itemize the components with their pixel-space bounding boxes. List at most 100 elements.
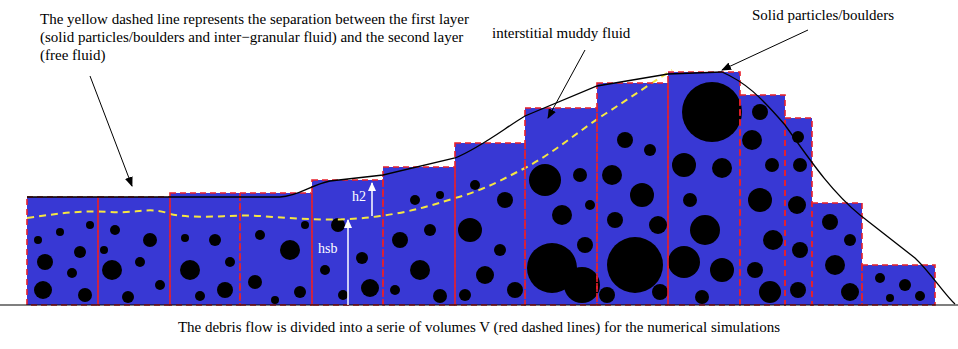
volume-outline — [170, 193, 240, 305]
boulder — [652, 284, 668, 300]
boulder — [410, 260, 430, 280]
boulder — [433, 289, 447, 303]
volume-fill — [862, 265, 935, 305]
boulder — [630, 183, 654, 207]
boulder — [225, 257, 235, 267]
boulder — [690, 215, 720, 245]
boulder — [74, 246, 86, 258]
boulder — [476, 266, 494, 284]
boulder — [458, 218, 482, 242]
boulder — [886, 294, 894, 302]
boulders — [34, 82, 925, 304]
boulder — [844, 234, 856, 246]
boulder — [752, 104, 768, 120]
leader-line — [90, 76, 132, 186]
boulder — [470, 180, 480, 190]
boulder — [763, 230, 783, 250]
boulder — [712, 158, 732, 178]
boulder — [459, 289, 471, 301]
boulder — [320, 265, 330, 275]
volume-fill — [170, 193, 240, 305]
boulder — [248, 275, 262, 289]
volume-fill — [312, 180, 383, 305]
boulder — [602, 165, 622, 185]
boulder — [644, 144, 656, 156]
boulder — [338, 290, 348, 300]
boulder — [792, 242, 808, 258]
boulder — [793, 158, 807, 172]
boulder — [390, 285, 400, 295]
boulder — [748, 188, 772, 212]
ground-line — [0, 304, 958, 305]
boulder — [180, 260, 200, 280]
volume-outline — [383, 167, 455, 305]
boulder — [37, 254, 53, 270]
boulder — [585, 200, 595, 210]
volume-fill — [240, 193, 312, 305]
flow-surface-outline — [27, 72, 955, 304]
boulder — [410, 195, 420, 205]
boulder — [255, 230, 265, 240]
boulder — [617, 132, 633, 148]
boulder — [668, 246, 700, 278]
volume-fill — [597, 83, 668, 305]
volume-outline — [312, 180, 383, 305]
boulder — [573, 168, 587, 182]
leader-line — [548, 50, 585, 118]
volume-fill — [785, 118, 812, 305]
boulder — [607, 212, 623, 228]
boulder — [747, 262, 763, 278]
boulder — [100, 246, 108, 254]
boulder — [577, 237, 593, 253]
boulder — [436, 191, 444, 199]
boulder — [102, 260, 122, 280]
boulder — [122, 291, 134, 303]
boulder — [135, 257, 145, 267]
boulder — [143, 233, 157, 247]
boulder — [790, 282, 806, 298]
boulder — [552, 205, 572, 225]
boulder — [822, 214, 838, 230]
boulder — [529, 164, 561, 196]
boulder — [899, 279, 911, 291]
boulder — [507, 282, 523, 298]
volume-outline — [98, 197, 170, 305]
volume-fill — [812, 203, 862, 305]
volume-outline — [240, 193, 312, 305]
boulder — [67, 268, 77, 278]
boulder — [86, 221, 94, 229]
volume-outline — [525, 108, 597, 305]
boulder — [494, 244, 506, 256]
boulder — [683, 193, 697, 207]
boulder — [915, 291, 925, 301]
volume-outline — [455, 143, 525, 305]
boulder — [56, 228, 64, 236]
boulder — [217, 282, 233, 298]
volume-outlines — [27, 72, 935, 305]
boulder — [759, 281, 781, 303]
leader-line — [722, 30, 808, 70]
dimension-label: hsb — [318, 240, 337, 258]
boulder — [682, 82, 742, 142]
h2-arrow — [371, 183, 373, 216]
boulder — [564, 267, 600, 303]
boulder — [209, 234, 221, 246]
boulder — [181, 234, 189, 242]
volume-outline — [812, 203, 862, 305]
volume-fill — [27, 197, 98, 305]
boulder — [155, 280, 165, 290]
volume-outline — [597, 83, 668, 305]
boulder — [599, 287, 615, 303]
volume-fill — [383, 167, 455, 305]
boulder — [841, 283, 859, 301]
boulder — [742, 130, 762, 150]
boulder — [110, 225, 120, 235]
hsb-arrow — [347, 220, 349, 305]
part-label: Solid particles/boulders — [752, 6, 894, 24]
boulder — [356, 252, 368, 264]
boulder — [424, 224, 436, 236]
figure-caption: The debris flow is divided into a serie … — [0, 318, 958, 336]
boulder — [875, 273, 885, 283]
